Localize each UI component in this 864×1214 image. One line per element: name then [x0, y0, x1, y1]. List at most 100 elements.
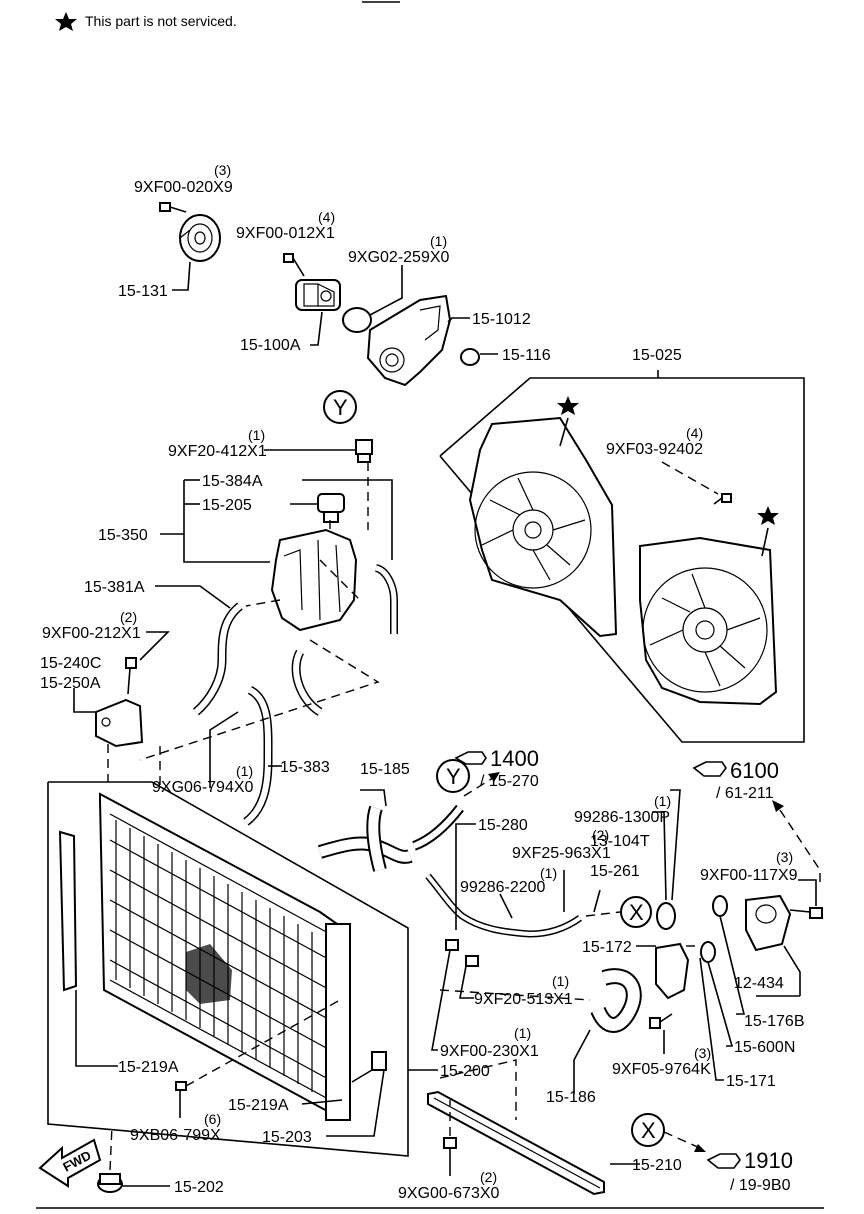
qty-label: (1) — [552, 973, 569, 989]
qty-label: (3) — [694, 1045, 711, 1061]
ref-sub-label-19-9b0: / 19-9B0 — [730, 1177, 791, 1194]
reservoir-cap-15-205[interactable] — [317, 493, 345, 523]
seal-15-116[interactable] — [460, 348, 480, 366]
housing-15-176b[interactable] — [745, 894, 792, 952]
part-label-15-250a[interactable]: 15-250A — [40, 675, 101, 692]
callout-x-upper[interactable] — [620, 896, 652, 928]
pulley-15-131[interactable] — [179, 214, 221, 262]
bolt-9xf00-020x9[interactable] — [159, 202, 187, 213]
qty-label: (4) — [318, 209, 335, 225]
part-label-15-205[interactable]: 15-205 — [202, 497, 252, 514]
part-label-9xf00-230x1[interactable]: 9XF00-230X1 — [440, 1043, 539, 1060]
bolt-9xf00-117x9[interactable] — [789, 907, 823, 919]
qty-label: (1) — [540, 865, 557, 881]
part-label-15-280[interactable]: 15-280 — [478, 817, 528, 834]
part-label-13-104t[interactable]: 13-104T — [590, 833, 650, 850]
callout-label-y: Y — [446, 764, 461, 789]
side-brace-15-219a[interactable] — [58, 830, 78, 992]
part-label-99286-2200[interactable]: 99286-2200 — [460, 879, 546, 896]
bolt-9xf00-212x1[interactable] — [125, 657, 137, 695]
star-icon — [55, 12, 77, 31]
ref-label-1400[interactable]: 1400 — [490, 746, 539, 771]
part-label-15-116[interactable]: 15-116 — [502, 347, 551, 364]
qty-label: (1) — [236, 763, 253, 779]
pump-housing-15-1012[interactable] — [366, 294, 452, 387]
reservoir-tank-15-350[interactable] — [270, 528, 358, 632]
ref-label-1910[interactable]: 1910 — [744, 1148, 793, 1173]
part-label-15-219a[interactable]: 15-219A — [228, 1097, 289, 1114]
bracket-15-240c[interactable] — [95, 698, 144, 748]
part-label-12-434[interactable]: 12-434 — [734, 975, 784, 992]
part-label-15-261[interactable]: 15-261 — [590, 863, 640, 880]
part-label-15-200[interactable]: 15-200 — [440, 1063, 490, 1080]
thermostat-15-171[interactable] — [700, 941, 716, 963]
part-label-15-176b[interactable]: 15-176B — [744, 1013, 805, 1030]
part-label-9xb06-799x[interactable]: 9XB06-799X — [130, 1127, 221, 1144]
bolt-9xg00-673x0[interactable] — [443, 1137, 457, 1176]
callout-y-lower[interactable] — [436, 759, 470, 793]
callout-x-lower[interactable] — [631, 1113, 665, 1147]
qty-label: (4) — [686, 425, 703, 441]
part-label-15-210[interactable]: 15-210 — [632, 1157, 682, 1174]
part-label-15-350[interactable]: 15-350 — [98, 527, 148, 544]
gasket-9xg02-259x0[interactable] — [342, 307, 372, 333]
part-label-9xf00-020x9[interactable]: 9XF00-020X9 — [134, 179, 233, 196]
qty-label: (2) — [120, 609, 137, 625]
cross-member-15-210[interactable] — [427, 1090, 605, 1196]
qty-label: (1) — [514, 1025, 531, 1041]
part-label-9xf25-963x1[interactable]: 9XF25-963X1 — [512, 845, 611, 862]
part-label-15-202[interactable]: 15-202 — [174, 1179, 224, 1196]
pointer-icon-1400 — [454, 751, 487, 765]
gasket-15-600n[interactable] — [712, 895, 728, 917]
ref-label-6100[interactable]: 6100 — [730, 758, 779, 783]
drain-plug-15-203[interactable] — [351, 1051, 387, 1083]
bolt-9xf03-92402[interactable] — [713, 493, 732, 505]
fan-shroud-upper[interactable] — [468, 416, 618, 638]
star-icon — [757, 506, 779, 525]
part-label-9xg06-794x0[interactable]: 9XG06-794X0 — [152, 779, 254, 796]
nut-9xf20-412x1[interactable] — [355, 439, 373, 463]
part-label-9xf20-513x1[interactable]: 9XF20-513X1 — [474, 991, 573, 1008]
part-label-9xf00-012x1[interactable]: 9XF00-012X1 — [236, 225, 335, 242]
part-label-15-025[interactable]: 15-025 — [632, 347, 682, 364]
water-pump-15-100a[interactable] — [295, 279, 341, 311]
ref-sub-label-61-211: / 61-211 — [716, 785, 774, 802]
part-label-15-384a[interactable]: 15-384A — [202, 473, 263, 490]
part-label-9xf05-9764k[interactable]: 9XF05-9764K — [612, 1061, 711, 1078]
bolt-9xb06-799x[interactable] — [175, 1081, 187, 1118]
mount-15-202[interactable] — [97, 1173, 123, 1193]
part-label-15-203[interactable]: 15-203 — [262, 1129, 312, 1146]
part-label-15-381a[interactable]: 15-381A — [84, 579, 145, 596]
qty-label: (3) — [776, 849, 793, 865]
part-label-9xf03-92402[interactable]: 9XF03-92402 — [606, 441, 703, 458]
part-label-15-1012[interactable]: 15-1012 — [472, 311, 531, 328]
part-label-15-171[interactable]: 15-171 — [726, 1073, 776, 1090]
part-label-15-240c[interactable]: 15-240C — [40, 655, 101, 672]
callout-label-y: Y — [333, 395, 348, 420]
part-label-15-131[interactable]: 15-131 — [118, 283, 168, 300]
part-label-15-219a[interactable]: 15-219A — [118, 1059, 179, 1076]
part-label-9xf00-212x1[interactable]: 9XF00-212X1 — [42, 625, 141, 642]
part-label-15-186[interactable]: 15-186 — [546, 1089, 596, 1106]
part-label-9xg02-259x0[interactable]: 9XG02-259X0 — [348, 249, 450, 266]
qty-label: (2) — [592, 827, 609, 843]
bolt-9xf00-012x1[interactable] — [283, 253, 305, 277]
part-label-15-172[interactable]: 15-172 — [582, 939, 632, 956]
part-label-15-100a[interactable]: 15-100A — [240, 337, 301, 354]
bolt-9xf05-9764k[interactable] — [649, 1013, 673, 1029]
part-label-15-185[interactable]: 15-185 — [360, 761, 410, 778]
fan-shroud-lower[interactable] — [639, 536, 778, 706]
part-label-99286-1300p[interactable]: 99286-1300P — [574, 809, 670, 826]
part-label-15-383[interactable]: 15-383 — [280, 759, 330, 776]
callout-y-upper[interactable] — [323, 390, 357, 424]
bolt-9xf20-513x1[interactable] — [465, 955, 479, 967]
ref-sub-label-15-270: / 15-270 — [480, 773, 539, 790]
bolt-9xf00-230x1[interactable] — [445, 939, 459, 951]
qty-label: (3) — [214, 162, 231, 178]
thermostat-housing-15-172[interactable] — [655, 902, 690, 1000]
part-label-9xg00-673x0[interactable]: 9XG00-673X0 — [398, 1185, 500, 1202]
part-label-9xf00-117x9[interactable]: 9XF00-117X9 — [700, 867, 798, 884]
part-label-9xf20-412x1[interactable]: 9XF20-412X1 — [168, 443, 267, 460]
part-label-15-600n[interactable]: 15-600N — [734, 1039, 795, 1056]
